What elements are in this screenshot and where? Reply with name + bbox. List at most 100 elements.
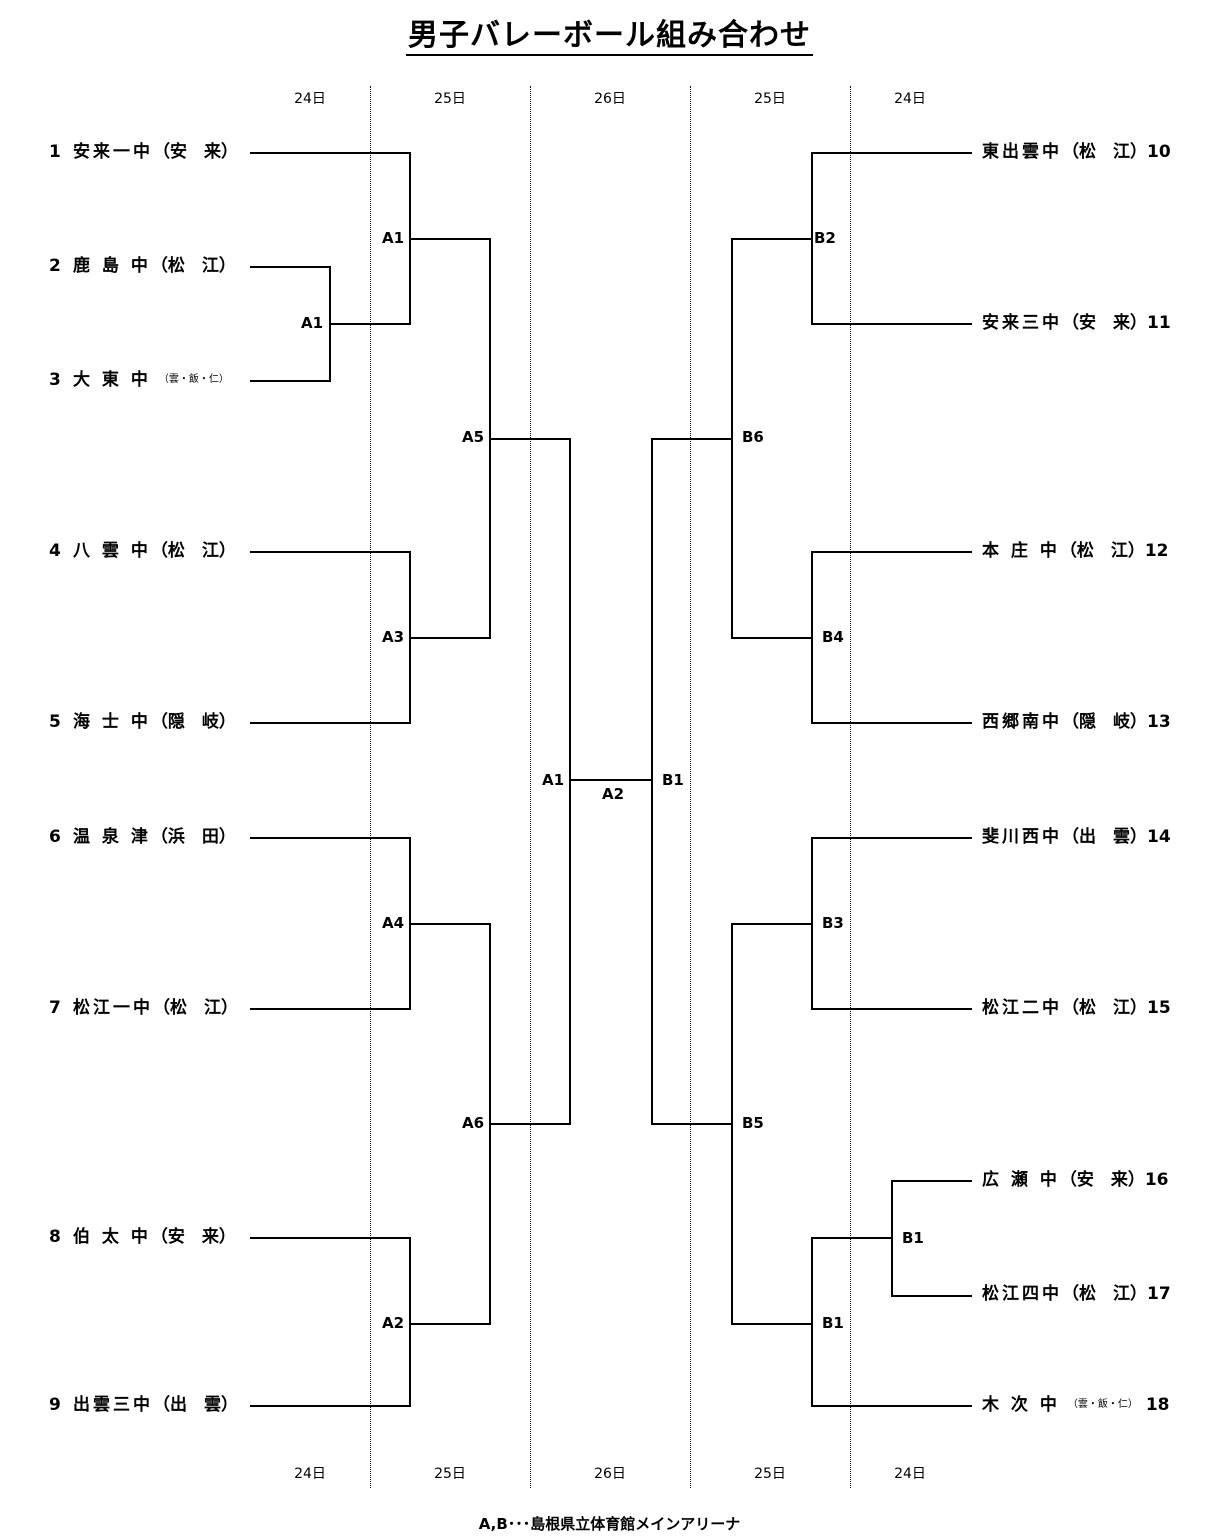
bracket-line [489,438,571,440]
bracket-line [811,323,972,325]
bracket-line [250,152,411,154]
team-number: 11 [1147,313,1171,333]
bracket-line [891,1295,972,1297]
bracket-line [811,551,972,553]
bracket-line [891,1180,972,1182]
team-name: 松江四中 [982,1284,1062,1304]
day-divider [690,86,691,1488]
bracket-line [811,551,813,724]
match-label: B6 [741,427,765,447]
team-number: 1 [49,142,61,162]
team-name: 出雲三中 [73,1395,153,1415]
match-label: A2 [601,784,626,804]
team-region: （松 江） [1062,142,1147,162]
left-team-7: 7 松江一中（松 江） [49,996,238,1020]
team-name: 八 雲 中 [73,541,151,561]
team-number: 9 [49,1395,61,1415]
bracket-line [731,923,733,1325]
bracket-line [250,1405,411,1407]
bracket-line [811,152,813,325]
team-name: 斐川西中 [982,827,1062,847]
team-number: 16 [1144,1170,1169,1190]
team-region: （松 江） [1062,998,1147,1018]
match-label: B1 [661,770,685,790]
team-region: （安 来） [150,1227,236,1247]
team-region: （松 江） [153,998,238,1018]
bracket-line [731,238,813,240]
day-divider [530,86,531,1488]
team-region: （松 江） [1062,1284,1147,1304]
match-label: A4 [381,913,406,933]
bracket-line [731,1323,813,1325]
team-name: 木 次 中 [982,1395,1060,1415]
team-number: 8 [49,1227,61,1247]
bracket-line [250,722,411,724]
team-number: 14 [1147,827,1171,847]
team-region: （安 来） [153,142,238,162]
match-label: B2 [813,228,837,248]
bracket-line [250,1237,411,1239]
day-divider [850,86,851,1488]
right-team-18: 木 次 中（雲・飯・仁）18 [982,1393,1170,1417]
day-header-bottom-3: 26日 [594,1466,626,1482]
team-name: 東出雲中 [982,142,1062,162]
team-number: 3 [49,370,61,390]
bracket-line [651,1123,733,1125]
bracket-line [250,837,411,839]
team-name: 松江一中 [73,998,153,1018]
day-divider [370,86,371,1488]
team-region: （松 江） [150,256,236,276]
team-name: 伯 太 中 [73,1227,151,1247]
bracket-line [329,323,411,325]
match-label: A3 [381,627,406,647]
bracket-line [250,1008,411,1010]
team-number: 2 [49,256,61,276]
page-title: 男子バレーボール組み合わせ [0,10,1219,56]
team-name: 広 瀬 中 [982,1170,1060,1190]
right-team-14: 斐川西中（出 雲）14 [982,825,1171,849]
bracket-line [731,637,813,639]
team-number: 17 [1147,1284,1171,1304]
day-header-top-1: 24日 [294,91,326,107]
team-region: （安 来） [1062,313,1147,333]
match-label: B3 [821,913,845,933]
day-header-bottom-5: 24日 [894,1466,926,1482]
bracket-line [409,238,491,240]
team-number: 18 [1145,1395,1170,1415]
team-name: 松江二中 [982,998,1062,1018]
team-name: 西郷南中 [982,712,1062,732]
match-label: A6 [461,1113,486,1133]
day-header-top-4: 25日 [754,91,786,107]
bracket-line [731,238,733,639]
right-team-12: 本 庄 中（松 江）12 [982,539,1169,563]
day-header-top-2: 25日 [434,91,466,107]
bracket-line [409,1323,491,1325]
bracket-line [811,152,972,154]
bracket-line [651,438,733,440]
right-team-10: 東出雲中（松 江）10 [982,140,1171,164]
right-team-11: 安来三中（安 来）11 [982,311,1171,335]
right-team-16: 広 瀬 中（安 来）16 [982,1168,1169,1192]
bracket-line [891,1180,893,1297]
left-team-8: 8 伯 太 中（安 来） [49,1225,236,1249]
bracket-line [731,923,813,925]
bracket-line [811,837,972,839]
bracket-line [569,779,653,781]
team-number: 13 [1147,712,1171,732]
team-number: 12 [1144,541,1169,561]
match-label: B1 [821,1313,845,1333]
team-name: 鹿 島 中 [73,256,151,276]
match-label: B1 [901,1228,925,1248]
bracket-line [250,380,331,382]
right-team-15: 松江二中（松 江）15 [982,996,1171,1020]
bracket-line [409,1237,411,1407]
bracket-line [250,551,411,553]
team-name: 本 庄 中 [982,541,1060,561]
team-number: 7 [49,998,61,1018]
right-team-17: 松江四中（松 江）17 [982,1282,1171,1306]
